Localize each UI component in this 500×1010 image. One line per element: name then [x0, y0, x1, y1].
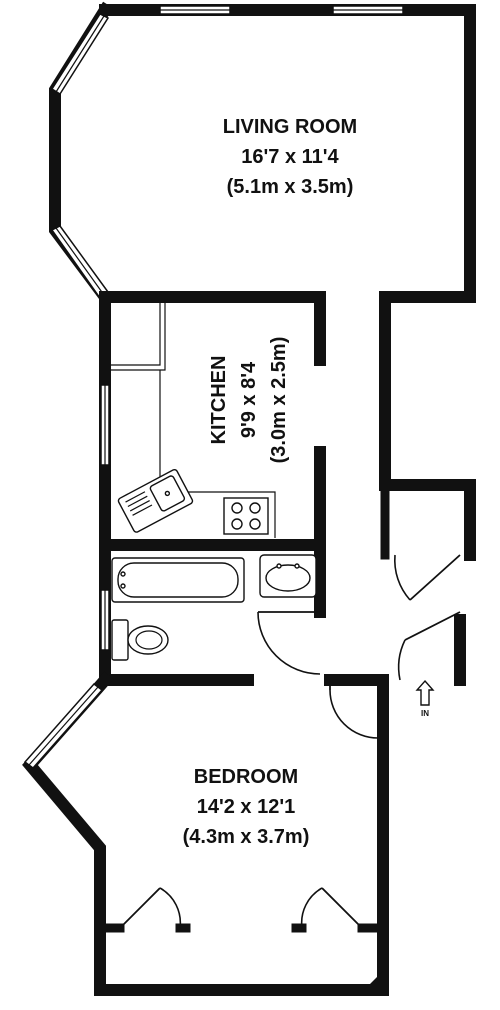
bedroom-metric: (4.3m x 3.7m): [183, 826, 310, 848]
living-room-imperial: 16'7 x 11'4: [241, 146, 339, 168]
living-room-walls: [49, 1, 476, 551]
living-room-window-top-2: [332, 5, 404, 15]
entrance-label: IN: [421, 709, 429, 718]
kitchen-metric: (3.0m x 2.5m): [268, 337, 290, 464]
bathroom-walls: [99, 539, 326, 686]
kitchen-hob: [223, 497, 269, 535]
toilet: [111, 619, 169, 661]
entrance-door[interactable]: [397, 611, 461, 681]
kitchen-name: KITCHEN: [208, 356, 230, 445]
washbasin: [259, 554, 317, 598]
bathtub: [111, 557, 245, 603]
kitchen-window: [100, 384, 110, 466]
living-room-label: LIVING ROOM 16'7 x 11'4 (5.1m x 3.5m): [223, 116, 357, 198]
cupboard-door[interactable]: [393, 554, 461, 601]
kitchen-worktop: [111, 303, 276, 538]
kitchen-sink: [117, 468, 194, 533]
living-room-name: LIVING ROOM: [223, 116, 357, 138]
bedroom-door[interactable]: [329, 686, 379, 739]
kitchen-imperial: 9'9 x 8'4: [238, 361, 260, 438]
living-room-window-top-1: [159, 5, 231, 15]
living-room-bay-window-lower: [50, 225, 110, 300]
bathroom-door[interactable]: [257, 611, 321, 675]
bedroom-window: [23, 682, 104, 770]
wardrobe-right: [291, 887, 383, 933]
hall-cupboard-walls: [379, 479, 476, 686]
living-room-metric: (5.1m x 3.5m): [227, 176, 354, 198]
wardrobe-left: [100, 887, 191, 933]
kitchen-label: KITCHEN 9'9 x 8'4 (3.0m x 2.5m): [208, 337, 290, 464]
entrance-arrow-icon: [415, 679, 435, 706]
bedroom-label: BEDROOM 14'2 x 12'1 (4.3m x 3.7m): [183, 766, 310, 848]
bedroom-imperial: 14'2 x 12'1: [197, 796, 296, 818]
bedroom-name: BEDROOM: [194, 766, 298, 788]
bathroom-window: [100, 589, 110, 651]
living-room-bay-window-upper: [50, 13, 110, 96]
